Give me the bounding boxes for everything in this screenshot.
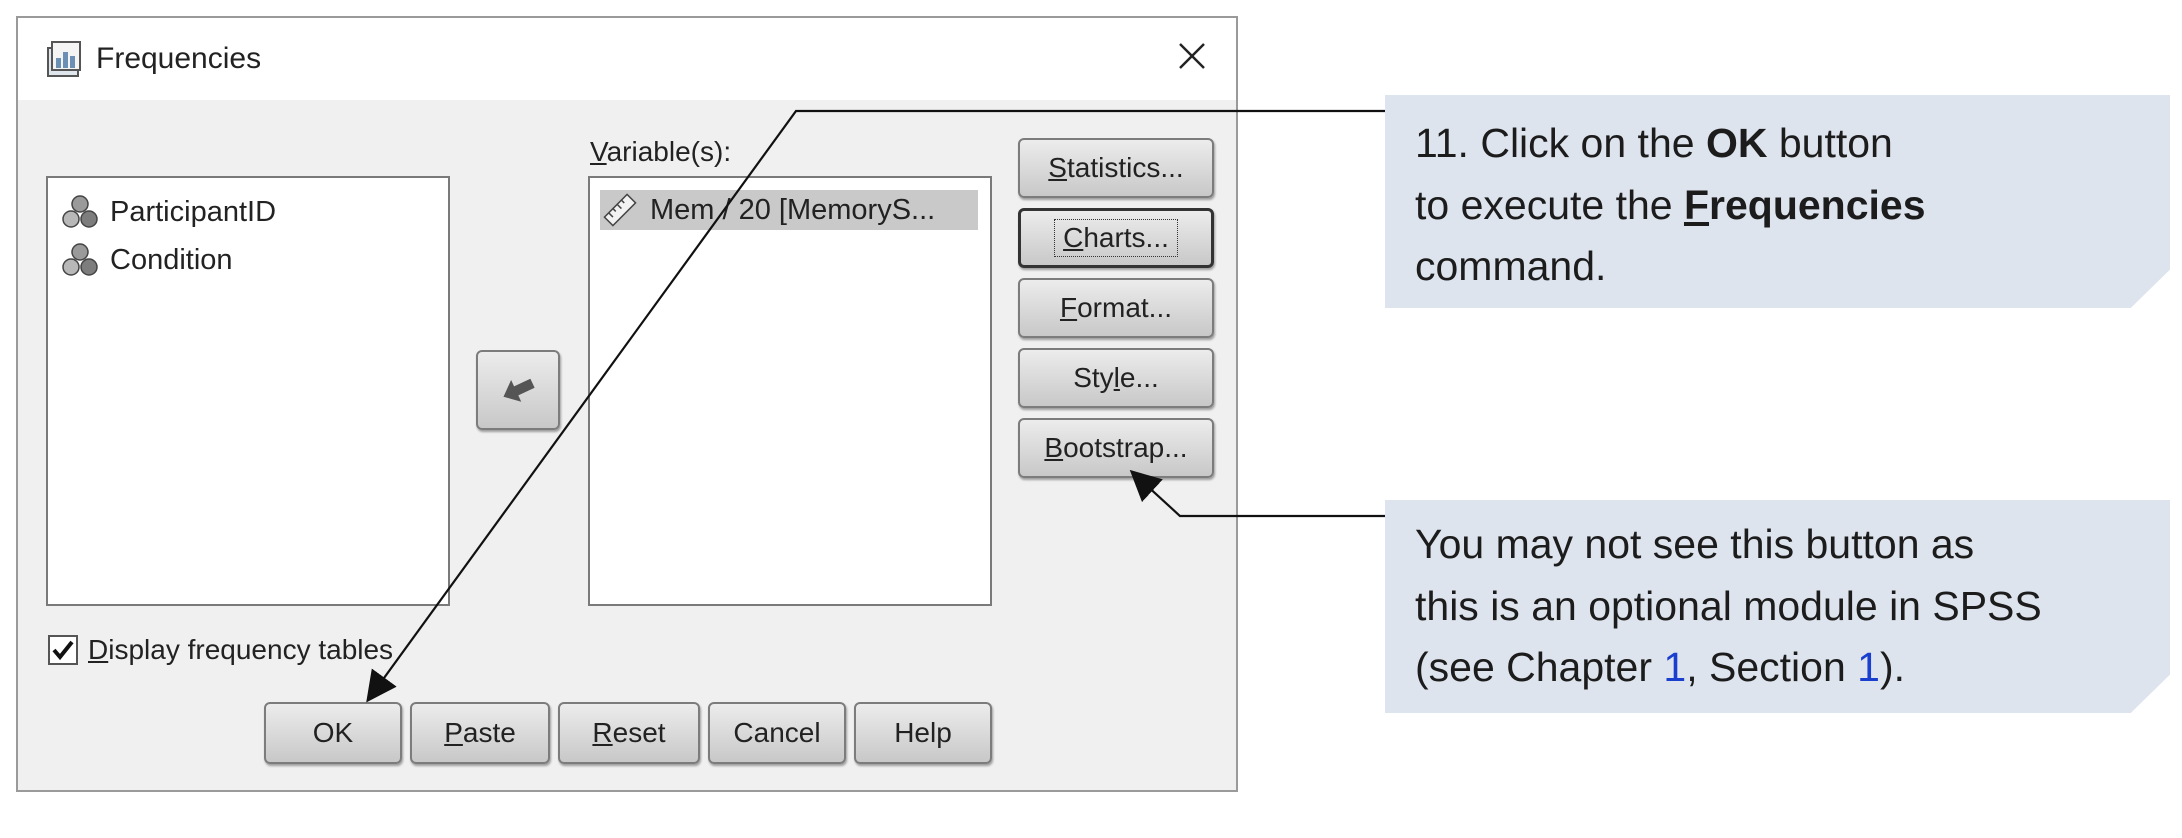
reset-button[interactable]: Reset <box>558 702 700 764</box>
help-button[interactable]: Help <box>854 702 992 764</box>
display-frequency-tables-label: Display frequency tables <box>88 634 394 665</box>
list-item[interactable]: ParticipantID <box>60 192 276 232</box>
source-variable-list[interactable]: ParticipantID Condition <box>46 176 450 606</box>
list-item[interactable]: Mem / 20 [MemoryS... <box>600 190 978 230</box>
format-button[interactable]: Format... <box>1018 278 1214 338</box>
callout-line: this is an optional module in SPSS <box>1415 582 2042 629</box>
style-button[interactable]: Style... <box>1018 348 1214 408</box>
scale-variable-icon <box>603 193 637 227</box>
display-frequency-tables-row: Display frequency tables <box>48 634 393 666</box>
statistics-button[interactable]: Statistics... <box>1018 138 1214 198</box>
arrow-left-icon <box>503 378 535 402</box>
bootstrap-callout: You may not see this button as this is a… <box>1385 500 2170 713</box>
variable-label: ParticipantID <box>110 195 277 228</box>
section-link[interactable]: 1 <box>1857 644 1880 690</box>
ok-callout-arrow <box>366 109 1385 703</box>
display-frequency-tables-checkbox[interactable] <box>48 635 78 665</box>
callout-line: You may not see this button as <box>1415 521 1975 567</box>
variable-label: Mem / 20 [MemoryS... <box>650 193 936 226</box>
charts-button[interactable]: Charts... <box>1018 208 1214 268</box>
variable-label: Condition <box>110 243 233 276</box>
cancel-button[interactable]: Cancel <box>708 702 846 764</box>
ok-button[interactable]: OK <box>264 702 402 764</box>
bootstrap-callout-arrow <box>1129 469 1385 518</box>
paste-button[interactable]: Paste <box>410 702 550 764</box>
callout-line: command. <box>1415 243 1607 289</box>
selected-variable-list[interactable]: Mem / 20 [MemoryS... <box>588 176 992 606</box>
bootstrap-button[interactable]: Bootstrap... <box>1018 418 1214 478</box>
list-item[interactable]: Condition <box>60 240 233 280</box>
frequencies-app-icon <box>47 41 81 77</box>
callout-line: to execute the Frequencies <box>1415 181 1926 228</box>
callout-line: 11. Click on the OK button <box>1415 120 1893 166</box>
frequencies-dialog: Frequencies ParticipantID Condition <box>16 16 1238 792</box>
nominal-variable-icon <box>62 243 98 276</box>
checkmark-icon <box>52 640 74 661</box>
callout-line: (see Chapter 1, Section 1). <box>1415 644 1906 690</box>
nominal-variable-icon <box>62 195 98 228</box>
variables-label: Variable(s): <box>590 136 732 167</box>
dialog-title: Frequencies <box>96 42 262 75</box>
chapter-link[interactable]: 1 <box>1663 644 1687 690</box>
ok-button-callout: 11. Click on the OK button to execute th… <box>1385 95 2170 308</box>
move-variable-button[interactable] <box>476 350 560 430</box>
title-bar: Frequencies <box>18 18 1236 100</box>
close-icon[interactable] <box>1170 34 1214 78</box>
